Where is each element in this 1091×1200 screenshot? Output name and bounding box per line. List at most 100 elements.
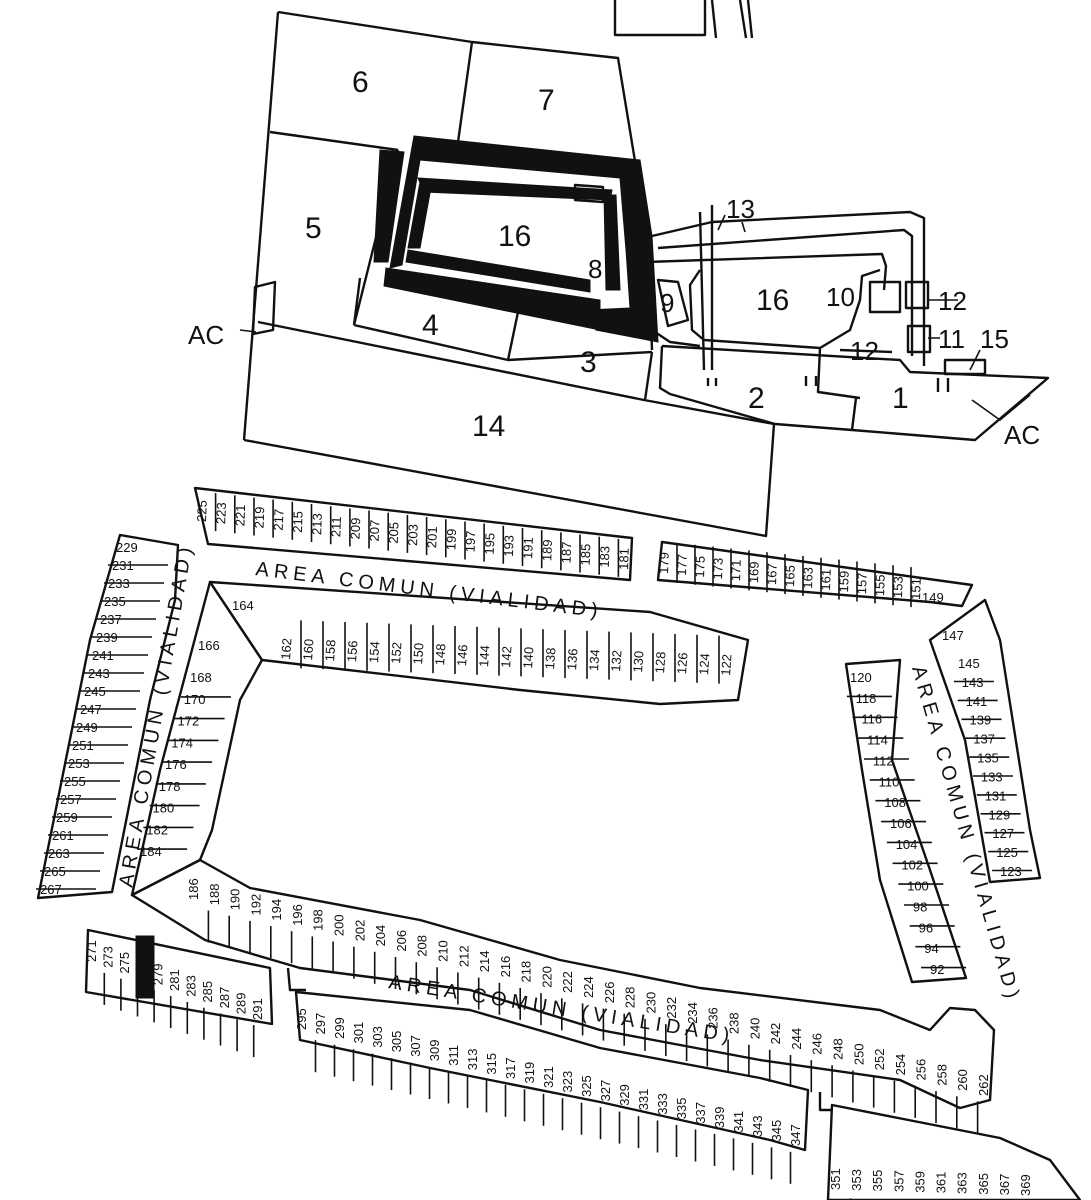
lot-number-206: 206 xyxy=(394,930,409,952)
parcel-label-16-right: 16 xyxy=(756,284,789,317)
lot-number-155: 155 xyxy=(872,574,888,596)
parcel-label-8: 8 xyxy=(588,254,602,284)
lot-number-239: 239 xyxy=(96,630,118,645)
lot-number-170: 170 xyxy=(184,692,206,707)
road-fragment-top xyxy=(710,0,754,39)
lot-number-219: 219 xyxy=(252,506,268,528)
lot-number-301: 301 xyxy=(351,1022,366,1044)
lot-number-313: 313 xyxy=(465,1048,480,1070)
lot-number-187: 187 xyxy=(559,541,575,563)
lot-number-262: 262 xyxy=(976,1074,991,1096)
lot-number-144: 144 xyxy=(476,645,492,668)
parcel-label-11: 11 xyxy=(938,324,965,354)
lot-number-163: 163 xyxy=(800,567,816,589)
lot-number-96: 96 xyxy=(919,920,933,935)
lot-number-260: 260 xyxy=(955,1069,970,1091)
lot-number-321: 321 xyxy=(541,1066,556,1088)
lot-number-145: 145 xyxy=(958,656,980,671)
lot-number-201: 201 xyxy=(424,526,440,548)
lot-number-160: 160 xyxy=(300,638,316,661)
lot-number-127: 127 xyxy=(992,826,1014,841)
lot-number-234: 234 xyxy=(685,1002,700,1024)
lot-number-153: 153 xyxy=(890,576,906,598)
lot-number-211: 211 xyxy=(328,516,344,537)
lot-number-130: 130 xyxy=(630,650,646,673)
parcel-label-7: 7 xyxy=(538,84,555,117)
lot-number-168: 168 xyxy=(190,670,212,685)
lot-number-162: 162 xyxy=(278,638,294,661)
lot-number-116: 116 xyxy=(861,712,882,727)
lot-number-126: 126 xyxy=(674,652,690,675)
lot-number-180: 180 xyxy=(153,801,175,816)
lot-number-297: 297 xyxy=(313,1013,328,1035)
lot-number-217: 217 xyxy=(271,509,287,531)
lot-number-255: 255 xyxy=(64,774,86,789)
lot-number-317: 317 xyxy=(503,1057,518,1079)
lot-number-347: 347 xyxy=(788,1124,803,1146)
lot-number-216: 216 xyxy=(498,956,513,978)
lot-number-256: 256 xyxy=(914,1059,929,1081)
lot-number-205: 205 xyxy=(386,522,402,544)
lot-number-164: 164 xyxy=(232,598,254,613)
lot-number-146: 146 xyxy=(454,644,470,667)
lot-number-237: 237 xyxy=(100,612,122,627)
lot-number-341: 341 xyxy=(731,1111,746,1133)
lot-number-279: 279 xyxy=(150,963,165,985)
lot-number-142: 142 xyxy=(498,646,514,669)
lot-number-132: 132 xyxy=(608,650,624,673)
lot-number-176: 176 xyxy=(165,757,187,772)
lot-number-133: 133 xyxy=(981,770,1003,785)
lot-number-167: 167 xyxy=(764,563,780,585)
lot-number-178: 178 xyxy=(159,779,181,794)
lot-number-156: 156 xyxy=(344,640,360,663)
lot-number-203: 203 xyxy=(405,524,421,546)
lot-strip-right-outer xyxy=(928,598,1042,884)
lot-number-224: 224 xyxy=(581,976,596,998)
lot-number-331: 331 xyxy=(636,1089,651,1111)
lot-filled xyxy=(135,935,155,999)
lot-number-118: 118 xyxy=(856,691,877,706)
lot-number-135: 135 xyxy=(977,751,999,766)
lot-number-254: 254 xyxy=(893,1054,908,1076)
lot-number-204: 204 xyxy=(373,925,388,947)
lot-number-220: 220 xyxy=(539,966,554,988)
lot-number-250: 250 xyxy=(851,1043,866,1065)
lot-number-281: 281 xyxy=(167,969,182,991)
lot-strip-top-outer xyxy=(193,486,634,582)
lot-number-273: 273 xyxy=(101,946,116,968)
lot-number-202: 202 xyxy=(352,920,367,942)
lot-number-177: 177 xyxy=(674,554,690,576)
lot-number-183: 183 xyxy=(597,546,613,568)
lot-number-222: 222 xyxy=(560,971,575,993)
lot-number-100: 100 xyxy=(907,879,929,894)
lot-number-333: 333 xyxy=(655,1093,670,1115)
lot-number-343: 343 xyxy=(750,1115,765,1137)
lot-number-143: 143 xyxy=(962,675,984,690)
parcel-label-15: 15 xyxy=(980,324,1009,354)
lot-number-357: 357 xyxy=(891,1170,906,1192)
lot-number-309: 309 xyxy=(427,1039,442,1061)
lot-number-319: 319 xyxy=(522,1062,537,1084)
lot-number-329: 329 xyxy=(617,1084,632,1106)
lot-number-249: 249 xyxy=(76,720,98,735)
lot-number-182: 182 xyxy=(146,822,168,837)
lot-number-192: 192 xyxy=(248,894,263,916)
lot-number-173: 173 xyxy=(710,557,726,579)
lot-number-198: 198 xyxy=(311,909,326,931)
lot-number-231: 231 xyxy=(112,558,134,573)
lot-number-139: 139 xyxy=(970,713,992,728)
lot-number-252: 252 xyxy=(872,1048,887,1070)
lot-number-323: 323 xyxy=(560,1071,575,1093)
lot-number-303: 303 xyxy=(370,1026,385,1048)
road-label-top: AREA COMUN (VIALIDAD) xyxy=(254,558,604,622)
lot-number-236: 236 xyxy=(706,1007,721,1029)
lot-number-165: 165 xyxy=(782,565,798,587)
lot-number-125: 125 xyxy=(996,845,1018,860)
lot-number-195: 195 xyxy=(482,533,498,555)
lot-number-190: 190 xyxy=(228,889,243,911)
parcel-label-3: 3 xyxy=(580,346,597,379)
parcel-label-4: 4 xyxy=(422,309,439,342)
lot-number-185: 185 xyxy=(578,543,594,565)
lot-number-122: 122 xyxy=(718,654,734,677)
